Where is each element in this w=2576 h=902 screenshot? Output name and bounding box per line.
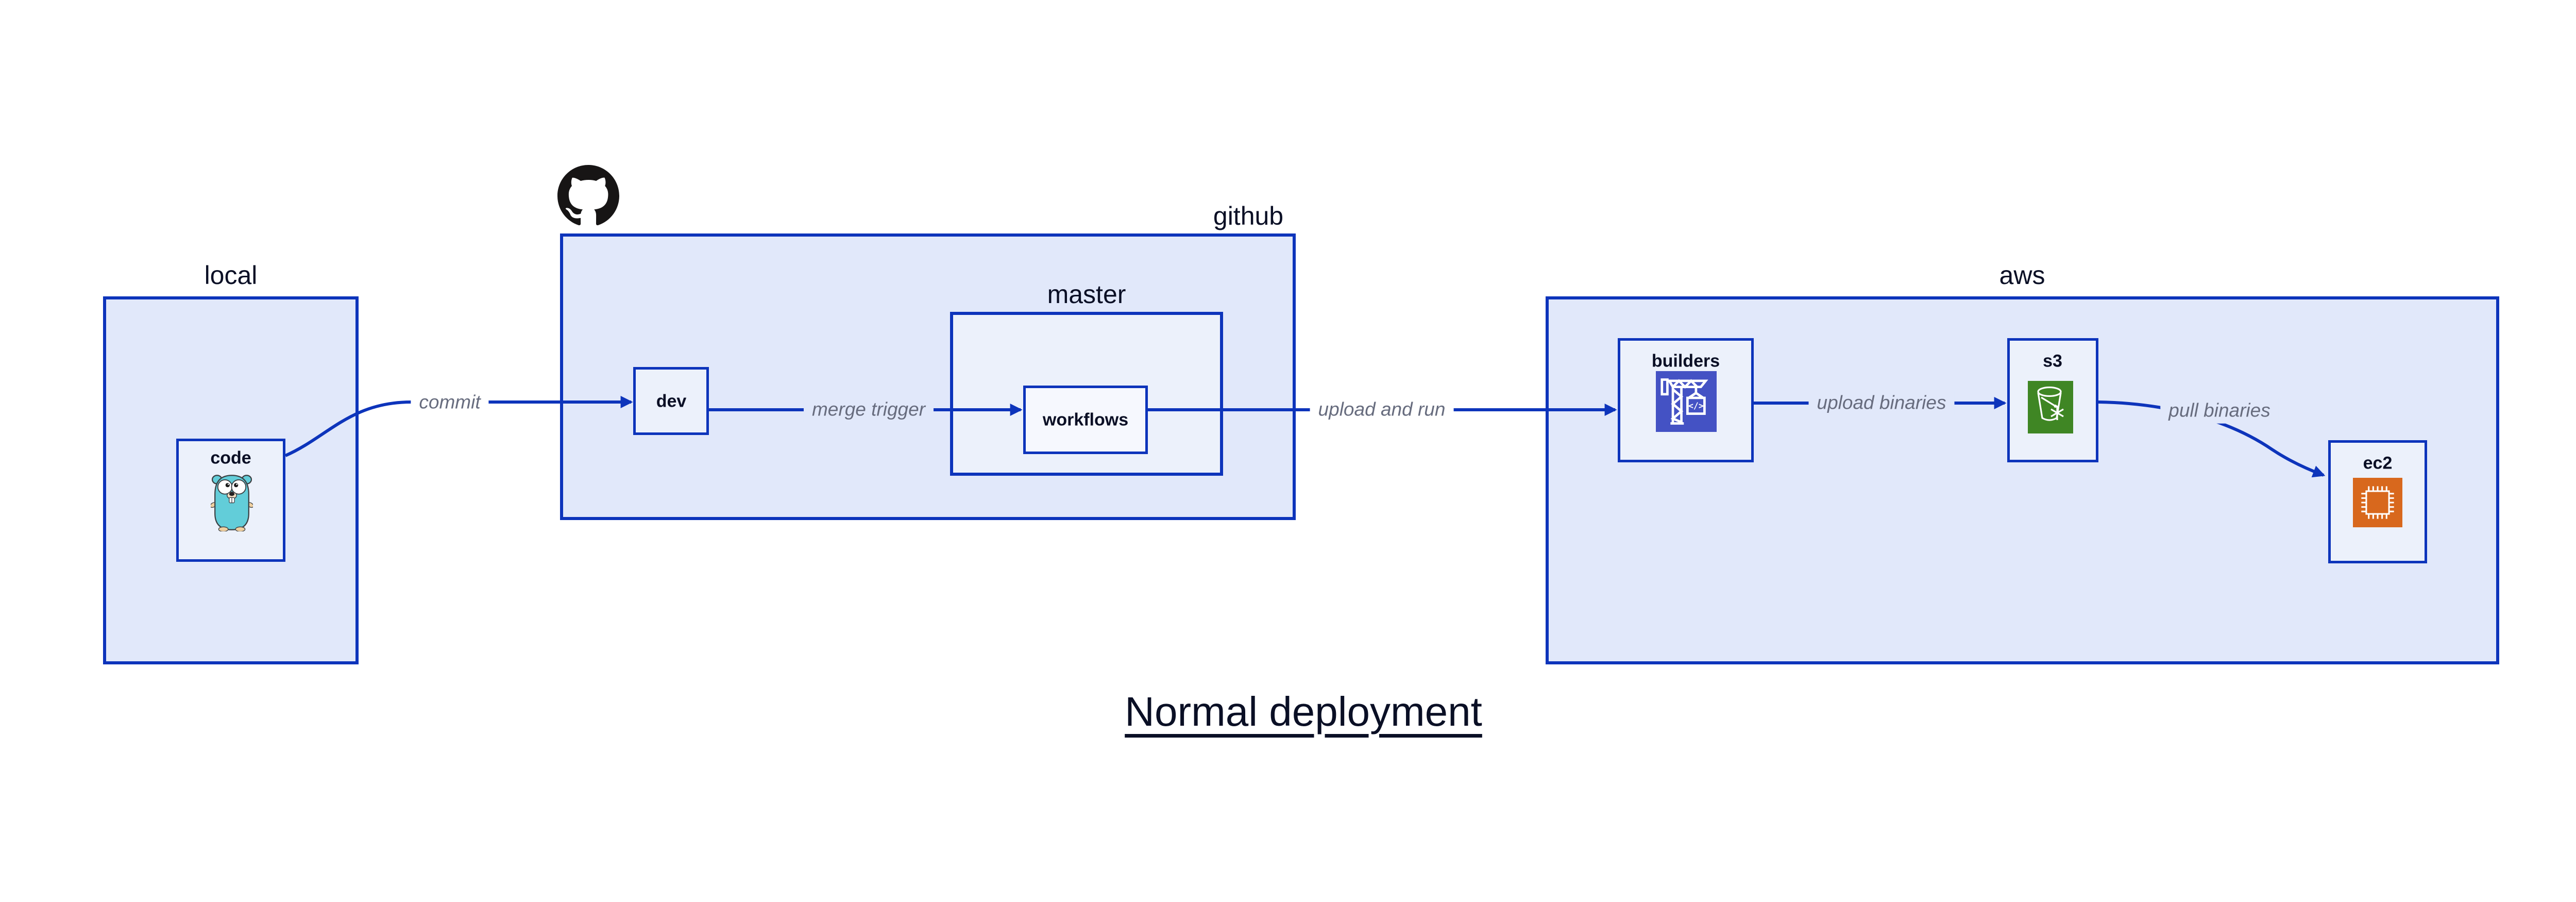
container-aws-label: aws [1999, 261, 2045, 290]
svg-text:</>: </> [1688, 401, 1704, 411]
node-workflows [1023, 386, 1148, 454]
edge-merge-trigger-label: merge trigger [803, 397, 934, 423]
s3-glacier-bucket-icon [2028, 381, 2073, 433]
node-workflows-label: workflows [1042, 410, 1129, 430]
codebuild-crane-icon: </> [1656, 371, 1717, 432]
go-gopher-icon [211, 475, 253, 531]
node-builders-label: builders [1651, 351, 1720, 371]
node-ec2-label: ec2 [2363, 453, 2393, 473]
diagram-title: Normal deployment [1125, 689, 1482, 734]
edge-commit [284, 396, 633, 457]
github-octocat-icon [557, 165, 619, 226]
node-code-label: code [210, 448, 251, 468]
node-dev-label: dev [656, 391, 687, 411]
edge-commit-label: commit [411, 390, 489, 415]
container-github-label: github [1213, 202, 1284, 230]
edge-pull-binaries [2098, 400, 2326, 478]
ec2-chip-icon [2353, 478, 2402, 527]
edge-upload-binaries-label: upload binaries [1808, 390, 1955, 416]
node-dev [633, 367, 709, 435]
edge-pull-binaries-label: pull binaries [2160, 398, 2279, 424]
container-master-label: master [1047, 280, 1126, 309]
node-s3-label: s3 [2043, 351, 2062, 371]
container-local-label: local [204, 261, 258, 290]
edge-upload-and-run-label: upload and run [1310, 397, 1454, 423]
